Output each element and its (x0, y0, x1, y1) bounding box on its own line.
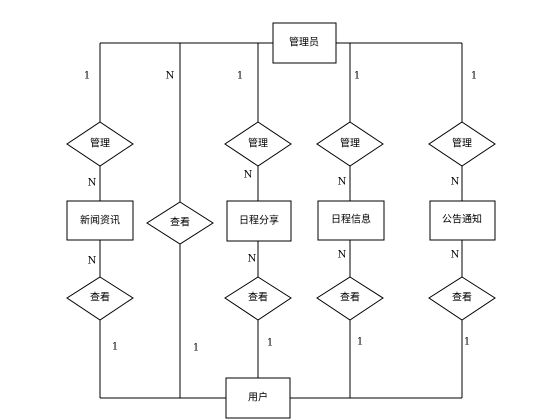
relationship-manage-notice-label: 管理 (452, 137, 472, 150)
card-notice-view: N (451, 250, 460, 261)
card-manage-notice-entity: N (451, 177, 460, 188)
entity-news-label: 新闻资讯 (80, 214, 120, 227)
entity-notice-label: 公告通知 (442, 213, 482, 226)
relationship-view-schedule-info: 查看 (316, 276, 384, 321)
card-admin-manage-share: 1 (237, 71, 243, 82)
cardinality-labels: 1 N 1 1 1 N N N N N N N N 1 1 1 1 1 (84, 71, 477, 354)
entity-schedule-info-label: 日程信息 (331, 213, 371, 226)
relationship-view-news-label: 查看 (90, 291, 110, 304)
card-view-share-user: 1 (267, 338, 273, 349)
entity-admin: 管理员 (272, 22, 337, 64)
relationship-manage-notice: 管理 (428, 121, 496, 167)
relationship-manage-news: 管理 (66, 121, 134, 167)
relationship-view-schedule-share: 查看 (224, 276, 292, 321)
relationship-manage-schedule-info-label: 管理 (340, 137, 360, 150)
entity-user: 用户 (225, 377, 291, 419)
card-manage-news-entity: N (88, 178, 97, 189)
entity-notice: 公告通知 (429, 200, 496, 241)
relationship-manage-schedule-info: 管理 (316, 121, 384, 167)
entity-schedule-share: 日程分享 (226, 200, 292, 242)
card-admin-manage-news: 1 (84, 71, 90, 82)
card-manage-info-entity: N (338, 177, 347, 188)
entity-user-label: 用户 (248, 391, 268, 404)
card-view-news-user: 1 (112, 342, 118, 353)
card-share-view: N (248, 254, 257, 265)
card-view-info-user: 1 (357, 337, 363, 348)
card-manage-share-entity: N (244, 170, 253, 181)
relationship-view-news: 查看 (66, 276, 134, 321)
card-view-user: 1 (193, 343, 199, 354)
relationship-view-notice: 查看 (428, 276, 496, 321)
relationship-view-notice-label: 查看 (452, 291, 472, 304)
relationship-view-admin-user: 查看 (146, 201, 214, 245)
card-news-view: N (88, 256, 97, 267)
relationship-view-admin-user-label: 查看 (170, 216, 190, 229)
card-admin-manage-info: 1 (354, 71, 360, 82)
entity-news: 新闻资讯 (66, 200, 134, 241)
entity-schedule-info: 日程信息 (317, 200, 385, 241)
relationship-view-schedule-share-label: 查看 (248, 291, 268, 304)
relationship-view-schedule-info-label: 查看 (340, 291, 360, 304)
card-admin-manage-notice: 1 (471, 71, 477, 82)
card-view-notice-user: 1 (464, 337, 470, 348)
card-info-view: N (338, 250, 347, 261)
entity-schedule-share-label: 日程分享 (239, 214, 279, 227)
relationship-manage-schedule-share-label: 管理 (248, 137, 268, 150)
card-admin-view: N (166, 71, 175, 82)
entity-admin-label: 管理员 (289, 36, 319, 49)
relationship-manage-schedule-share: 管理 (224, 121, 292, 167)
relationship-manage-news-label: 管理 (90, 137, 110, 150)
